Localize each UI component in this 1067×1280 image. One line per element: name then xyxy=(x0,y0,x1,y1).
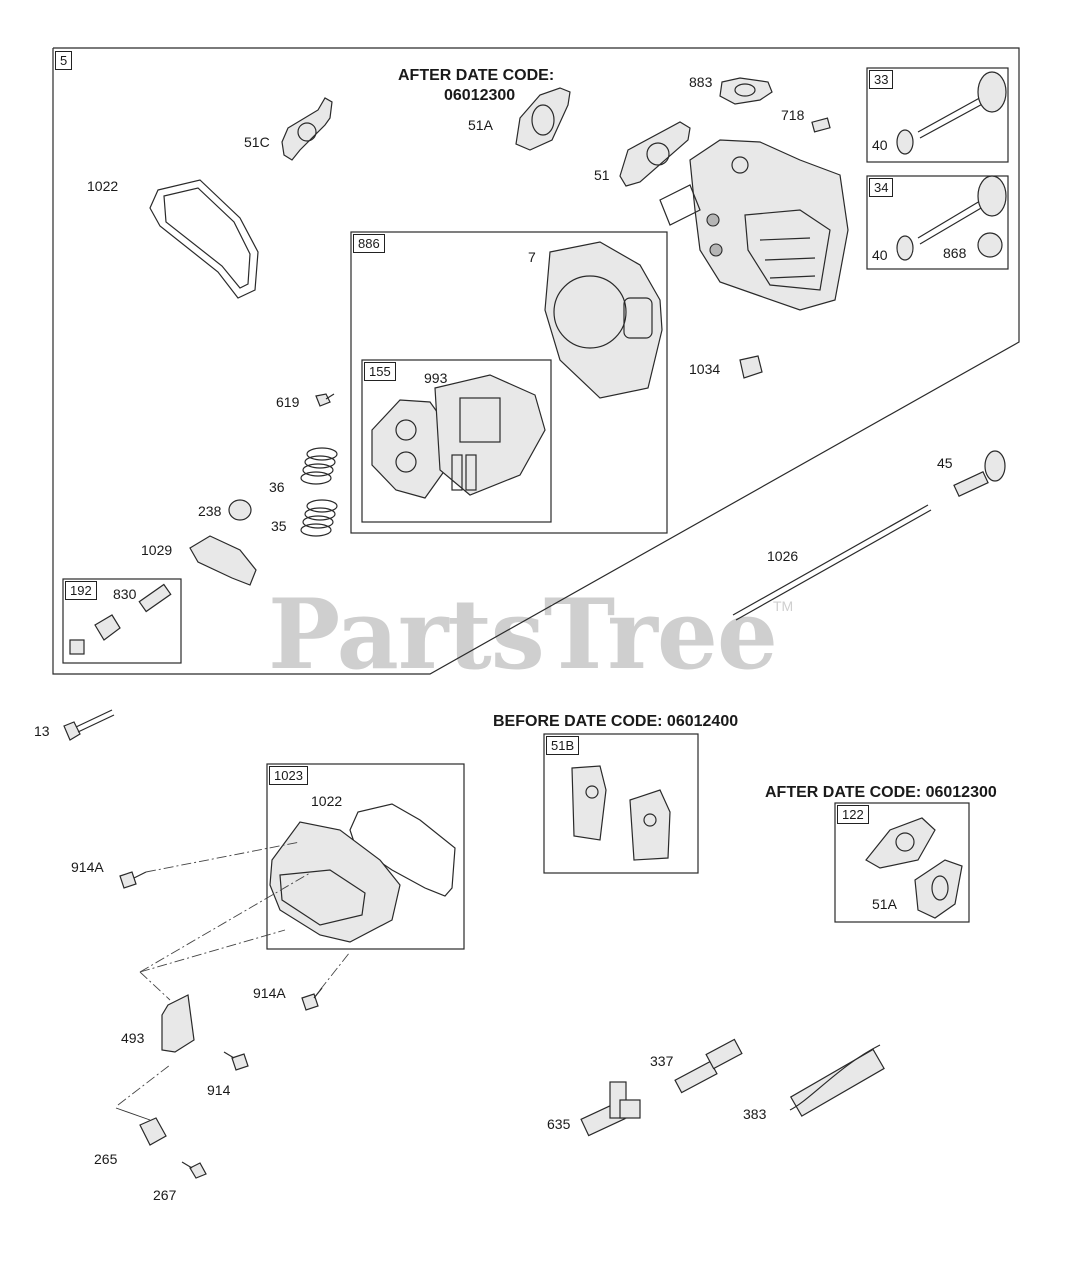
clip-265-art xyxy=(139,1117,167,1146)
after-date-code-top-value: 06012300 xyxy=(444,87,516,104)
part-label-35[interactable]: 35 xyxy=(271,518,287,534)
part-label-1022-top[interactable]: 1022 xyxy=(87,178,119,194)
box-33-frame xyxy=(866,67,1009,163)
gasket-51a-top-art xyxy=(515,87,571,151)
leader-line xyxy=(145,841,301,873)
part-label-51a-top[interactable]: 51A xyxy=(468,117,493,133)
box-51b-frame xyxy=(543,733,699,874)
box-155-frame xyxy=(361,359,552,523)
tool-383-art xyxy=(789,1044,885,1117)
after-date-code-right-header: AFTER DATE CODE: 06012300 xyxy=(765,784,997,801)
screw-914-art xyxy=(223,1051,249,1071)
tappet-45-art xyxy=(953,450,1006,497)
part-label-267[interactable]: 267 xyxy=(153,1187,177,1203)
cylinder-head-art xyxy=(659,139,849,311)
part-label-265[interactable]: 265 xyxy=(94,1151,118,1167)
bolt-619-art xyxy=(315,393,335,407)
part-label-1034[interactable]: 1034 xyxy=(689,361,721,377)
part-label-914[interactable]: 914 xyxy=(207,1082,231,1098)
part-label-830[interactable]: 830 xyxy=(113,586,137,602)
part-label-36[interactable]: 36 xyxy=(269,479,285,495)
gasket-51a-right-art xyxy=(914,859,963,919)
part-label-914a-upper[interactable]: 914A xyxy=(71,859,104,875)
part-label-51a-right[interactable]: 51A xyxy=(872,896,897,912)
part-label-883[interactable]: 883 xyxy=(689,74,713,90)
box-1023-tag: 1023 xyxy=(269,766,308,785)
valve-34-art xyxy=(896,175,1007,261)
screw-914a-upper-art xyxy=(119,871,147,889)
adjuster-830-art xyxy=(69,583,172,655)
part-label-1026[interactable]: 1026 xyxy=(767,548,799,564)
spark-plug-337-art xyxy=(674,1038,743,1094)
part-label-493[interactable]: 493 xyxy=(121,1030,145,1046)
gasket-51b-left-art xyxy=(571,765,607,841)
gasket-51-art xyxy=(619,121,691,187)
spring-35-art xyxy=(300,499,338,537)
box-886-tag: 886 xyxy=(353,234,385,253)
push-rod-1026-art xyxy=(732,504,929,616)
part-label-40-upper[interactable]: 40 xyxy=(872,137,888,153)
after-date-code-top-header: AFTER DATE CODE: xyxy=(398,67,555,84)
part-label-337[interactable]: 337 xyxy=(650,1053,674,1069)
spring-36-art xyxy=(300,447,338,485)
part-label-635[interactable]: 635 xyxy=(547,1116,571,1132)
rocker-arm-1029-art xyxy=(189,535,257,586)
part-label-619[interactable]: 619 xyxy=(276,394,300,410)
part-label-45[interactable]: 45 xyxy=(937,455,953,471)
part-label-1029[interactable]: 1029 xyxy=(141,542,173,558)
part-label-868[interactable]: 868 xyxy=(943,245,967,261)
clip-1034-art xyxy=(739,355,763,379)
bolt-13-art xyxy=(63,709,115,741)
head-gasket-7-art xyxy=(544,241,663,399)
box-122-tag: 122 xyxy=(837,805,869,824)
box-51b-tag: 51B xyxy=(546,736,580,755)
gasket-51c-art xyxy=(281,97,333,161)
gasket-122-art xyxy=(865,817,936,869)
box-192-frame xyxy=(62,578,182,664)
gasket-51b-right-art xyxy=(629,789,671,861)
part-label-51[interactable]: 51 xyxy=(594,167,610,183)
pin-718-art xyxy=(811,117,831,133)
part-label-51c[interactable]: 51C xyxy=(244,134,270,150)
box-886-frame xyxy=(350,231,668,534)
screw-267-art xyxy=(181,1161,207,1179)
cap-238-art xyxy=(228,499,252,521)
assembly-5-outline xyxy=(52,47,1020,675)
box-192-tag: 192 xyxy=(65,581,97,600)
part-label-718[interactable]: 718 xyxy=(781,107,805,123)
part-label-7[interactable]: 7 xyxy=(528,249,536,265)
part-label-1022-mid[interactable]: 1022 xyxy=(311,793,343,809)
part-label-238[interactable]: 238 xyxy=(198,503,222,519)
fitting-635-art xyxy=(580,1081,641,1137)
part-label-914a-lower[interactable]: 914A xyxy=(253,985,286,1001)
part-label-40-lower[interactable]: 40 xyxy=(872,247,888,263)
bracket-493-art xyxy=(161,994,195,1053)
box-34-frame xyxy=(866,175,1009,270)
box-34-tag: 34 xyxy=(869,178,894,197)
before-date-code-header: BEFORE DATE CODE: 06012400 xyxy=(493,713,739,730)
watermark-trademark: TM xyxy=(773,598,794,614)
valve-cover-art xyxy=(269,821,401,943)
screw-914a-lower-art xyxy=(301,987,323,1011)
part-label-383[interactable]: 383 xyxy=(743,1106,767,1122)
part-label-13[interactable]: 13 xyxy=(34,723,50,739)
valve-cover-gasket-top-art xyxy=(149,179,259,299)
box-33-tag: 33 xyxy=(869,70,894,89)
gasket-883-art xyxy=(719,77,773,105)
part-label-993[interactable]: 993 xyxy=(424,370,448,386)
box-1023-frame xyxy=(266,763,465,950)
box-155-tag: 155 xyxy=(364,362,396,381)
valve-33-art xyxy=(896,71,1007,155)
watermark: PartsTree xyxy=(268,578,778,691)
box-5-tag: 5 xyxy=(55,51,73,70)
box-122-frame xyxy=(834,802,970,923)
